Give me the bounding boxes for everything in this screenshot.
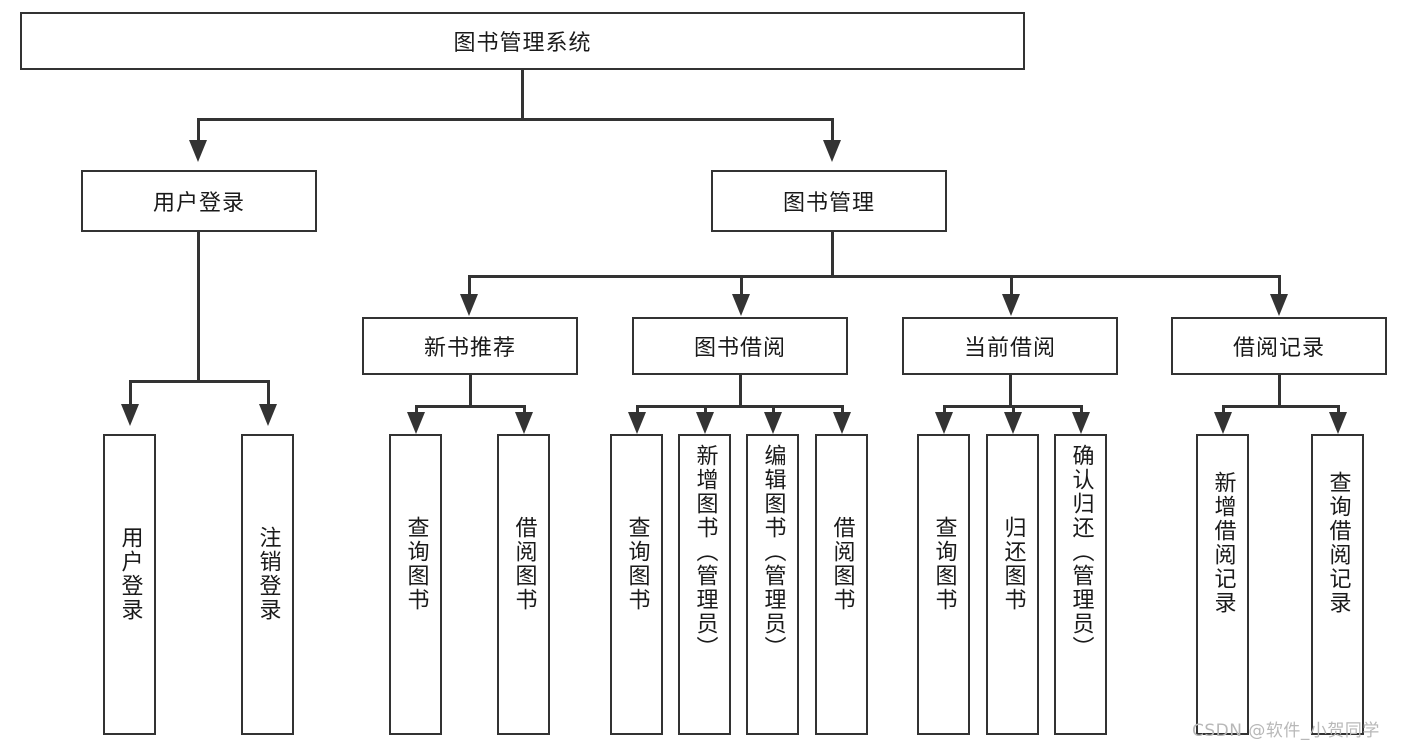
arrowhead-book-borrow-to-leaf-2: [696, 412, 714, 434]
leaf-label: 查询图书: [403, 516, 429, 612]
edge-user-login-bus: [129, 380, 267, 383]
edge-book-mgmt-to-book-borrow: [740, 275, 743, 297]
arrowhead-current-borrow-to-leaf-2: [1004, 412, 1022, 434]
node-current-borrow[interactable]: 当前借阅: [902, 317, 1118, 375]
arrowhead-current-borrow-to-leaf-3: [1072, 412, 1090, 434]
edge-current-borrow-to-leaf-3: [1080, 405, 1083, 417]
node-label: 新书推荐: [423, 336, 516, 361]
edge-root-stem: [521, 70, 524, 118]
arrowhead-borrow-record-to-leaf-2: [1329, 412, 1347, 434]
leaf-new-book-query-book[interactable]: 查询图书: [389, 434, 442, 735]
edge-book-borrow-to-leaf-3: [772, 405, 775, 417]
node-label: 图书借阅: [693, 336, 786, 361]
leaf-book-borrow-query-book[interactable]: 查询图书: [610, 434, 663, 735]
leaf-label: 新增借阅记录: [1210, 471, 1236, 615]
leaf-current-borrow-return-book[interactable]: 归还图书: [986, 434, 1039, 735]
edge-book-mgmt-to-borrow-record: [1278, 275, 1281, 297]
leaf-label: 借阅图书: [829, 516, 855, 612]
leaf-label: 查询图书: [624, 516, 650, 612]
node-label: 图书管理系统: [453, 31, 592, 56]
arrowhead-user-login-to-leaf-1: [121, 404, 139, 426]
edge-user-login-to-leaf-2: [267, 380, 270, 406]
leaf-label: 归还图书: [1000, 516, 1026, 612]
edge-book-mgmt-stem: [831, 232, 834, 275]
node-root-system[interactable]: 图书管理系统: [20, 12, 1025, 70]
leaf-new-book-borrow-book[interactable]: 借阅图书: [497, 434, 550, 735]
edge-borrow-record-to-leaf-2: [1337, 405, 1340, 417]
leaf-user-login-login[interactable]: 用户登录: [103, 434, 156, 735]
arrowhead-book-borrow-to-leaf-4: [833, 412, 851, 434]
edge-borrow-record-stem: [1278, 375, 1281, 405]
arrowhead-root-to-book-mgmt: [823, 140, 841, 162]
leaf-current-borrow-confirm-return-admin[interactable]: 确认归还（管理员）: [1054, 434, 1107, 735]
edge-root-to-book-mgmt: [831, 118, 834, 143]
node-label: 借阅记录: [1232, 336, 1325, 361]
arrowhead-book-mgmt-to-book-borrow: [732, 294, 750, 316]
csdn-watermark: CSDN @软件_小贺同学: [1192, 721, 1380, 741]
leaf-borrow-record-add-record[interactable]: 新增借阅记录: [1196, 434, 1249, 735]
edge-new-book-stem: [469, 375, 472, 405]
node-user-login[interactable]: 用户登录: [81, 170, 317, 232]
leaf-label: 编辑图书（管理员）: [760, 444, 786, 660]
arrowhead-book-borrow-to-leaf-1: [628, 412, 646, 434]
arrowhead-current-borrow-to-leaf-1: [935, 412, 953, 434]
edge-new-book-to-leaf-1: [415, 405, 418, 417]
leaf-label: 用户登录: [117, 526, 143, 622]
edge-borrow-record-bus: [1222, 405, 1339, 408]
leaf-label: 注销登录: [255, 526, 281, 622]
leaf-book-borrow-edit-book-admin[interactable]: 编辑图书（管理员）: [746, 434, 799, 735]
arrowhead-new-book-to-leaf-2: [515, 412, 533, 434]
edge-current-borrow-to-leaf-1: [943, 405, 946, 417]
edge-user-login-stem: [197, 232, 200, 380]
edge-root-bus: [197, 118, 834, 121]
node-new-book-recommend[interactable]: 新书推荐: [362, 317, 578, 375]
arrowhead-book-mgmt-to-current-borrow: [1002, 294, 1020, 316]
arrowhead-user-login-to-leaf-2: [259, 404, 277, 426]
edge-book-borrow-to-leaf-1: [636, 405, 639, 417]
edge-root-to-user-login: [197, 118, 200, 143]
edge-book-mgmt-to-new-book: [468, 275, 471, 297]
leaf-user-login-logout[interactable]: 注销登录: [241, 434, 294, 735]
edge-current-borrow-stem: [1009, 375, 1012, 405]
edge-new-book-bus: [415, 405, 525, 408]
arrowhead-book-mgmt-to-borrow-record: [1270, 294, 1288, 316]
node-label: 用户登录: [152, 191, 245, 216]
edge-borrow-record-to-leaf-1: [1222, 405, 1225, 417]
leaf-label: 确认归还（管理员）: [1068, 444, 1094, 660]
leaf-book-borrow-borrow-book[interactable]: 借阅图书: [815, 434, 868, 735]
edge-book-mgmt-to-current-borrow: [1010, 275, 1013, 297]
node-label: 图书管理: [782, 191, 875, 216]
leaf-label: 新增图书（管理员）: [692, 444, 718, 660]
arrowhead-borrow-record-to-leaf-1: [1214, 412, 1232, 434]
leaf-borrow-record-query-record[interactable]: 查询借阅记录: [1311, 434, 1364, 735]
leaf-label: 查询借阅记录: [1325, 471, 1351, 615]
edge-book-borrow-to-leaf-4: [841, 405, 844, 417]
arrowhead-root-to-user-login: [189, 140, 207, 162]
node-book-borrow[interactable]: 图书借阅: [632, 317, 848, 375]
arrowhead-book-mgmt-to-new-book: [460, 294, 478, 316]
edge-book-borrow-bus: [636, 405, 844, 408]
node-borrow-record[interactable]: 借阅记录: [1171, 317, 1387, 375]
edge-book-mgmt-bus: [468, 275, 1280, 278]
edge-new-book-to-leaf-2: [523, 405, 526, 417]
edge-book-borrow-to-leaf-2: [704, 405, 707, 417]
leaf-current-borrow-query-book[interactable]: 查询图书: [917, 434, 970, 735]
node-label: 当前借阅: [963, 336, 1056, 361]
leaf-label: 借阅图书: [511, 516, 537, 612]
node-book-management[interactable]: 图书管理: [711, 170, 947, 232]
leaf-label: 查询图书: [931, 516, 957, 612]
leaf-book-borrow-add-book-admin[interactable]: 新增图书（管理员）: [678, 434, 731, 735]
edge-user-login-to-leaf-1: [129, 380, 132, 406]
edge-current-borrow-to-leaf-2: [1012, 405, 1015, 417]
arrowhead-new-book-to-leaf-1: [407, 412, 425, 434]
arrowhead-book-borrow-to-leaf-3: [764, 412, 782, 434]
edge-book-borrow-stem: [739, 375, 742, 405]
